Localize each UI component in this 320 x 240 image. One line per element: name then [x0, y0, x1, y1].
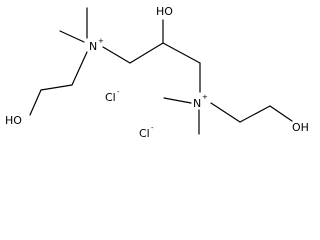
bond-n2-ch2-ethyl: [210, 102, 241, 123]
bond-n1-ch2: [102, 46, 131, 64]
bonds: [29, 7, 293, 135]
oh-right-label: OH: [292, 121, 309, 134]
bond-n1-methyl-left: [59, 30, 85, 43]
oh-top-label: HO: [156, 5, 173, 18]
atom-labels: HO N + HO Cl - N + Cl - OH: [5, 5, 309, 140]
bond-ethyl-ch2-left: [40, 84, 73, 91]
cl-lower-label: Cl: [139, 127, 150, 140]
oh-left-label: HO: [5, 114, 22, 127]
bond-ch2-choh: [129, 42, 164, 64]
cl-upper-charge: -: [117, 88, 120, 96]
cl-lower-charge: -: [151, 124, 154, 132]
bond-ch2-oh-right: [269, 105, 293, 122]
bond-ch2-oh-left: [29, 89, 42, 116]
n-left-charge: +: [98, 37, 104, 45]
bond-ethyl-ch2-right: [239, 105, 271, 123]
bond-n2-methyl-left: [163, 97, 192, 104]
n-right-label: N: [193, 97, 201, 110]
chemical-structure: HO N + HO Cl - N + Cl - OH: [5, 5, 309, 140]
bond-choh-ch2: [162, 42, 201, 64]
cl-upper-label: Cl: [105, 91, 116, 104]
n-right-charge: +: [202, 93, 208, 101]
bond-n1-ch2-ethyl: [71, 51, 88, 86]
n-left-label: N: [89, 40, 97, 53]
